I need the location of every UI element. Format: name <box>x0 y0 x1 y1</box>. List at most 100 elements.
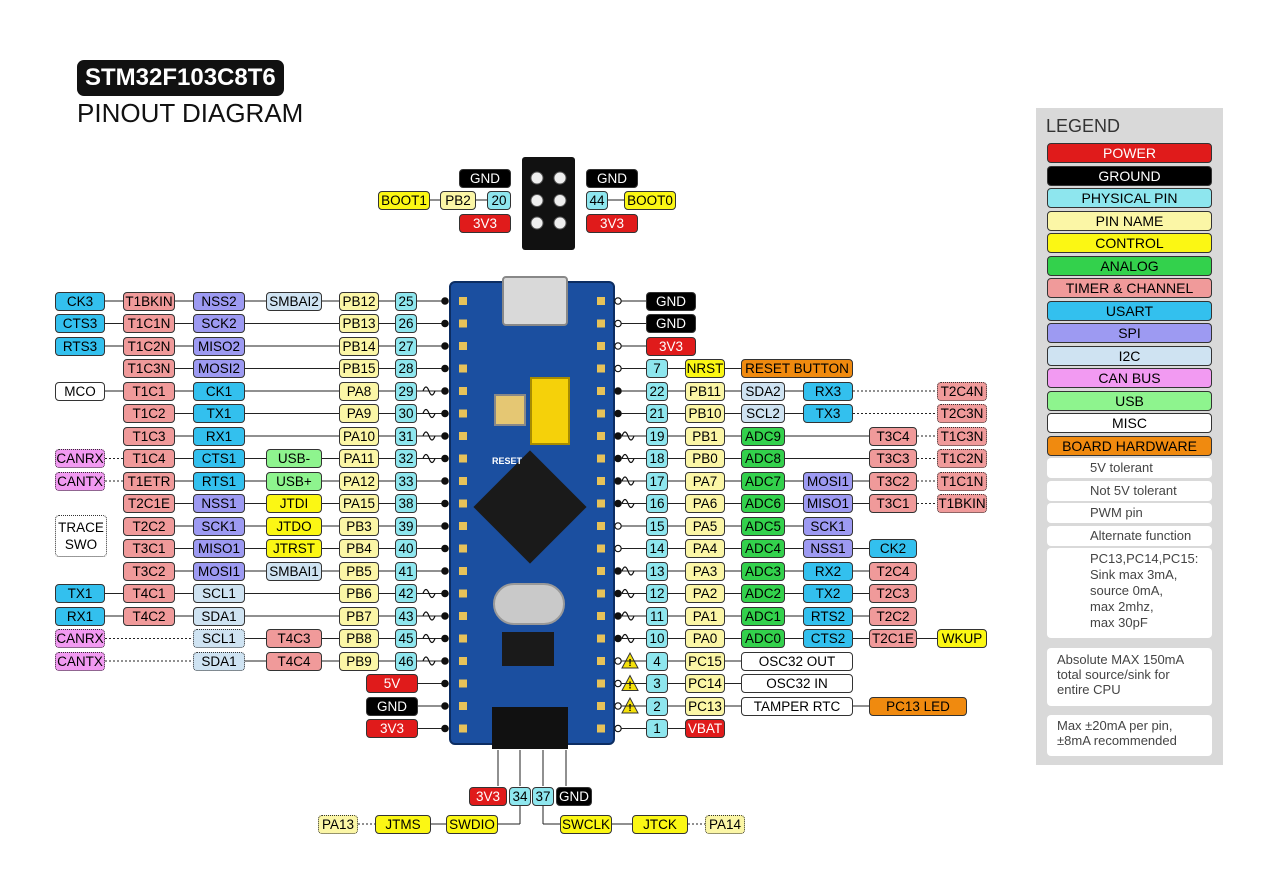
right-f1-label: ADC2 <box>741 584 785 603</box>
filled-dot-icon <box>441 724 449 733</box>
legend-symbol-row: Not 5V tolerant <box>1047 480 1212 501</box>
left-pin-number: 31 <box>395 426 417 446</box>
filled-dot-icon <box>441 702 449 710</box>
boot-label: BOOT1 <box>378 190 430 210</box>
right-f1-label: ADC9 <box>741 426 785 446</box>
right-f2-label: RX3 <box>803 381 853 401</box>
left-pin-number: 27 <box>395 336 417 356</box>
right-pin-number: 10 <box>646 629 668 648</box>
legend-item-ground: GROUND <box>1047 165 1212 186</box>
filled-dot-icon <box>441 522 449 530</box>
legend-note-line: ±8mA recommended <box>1057 733 1177 748</box>
right-f1-label: SCL2 <box>741 404 785 423</box>
right-f3-label: CK2 <box>869 539 917 558</box>
left-f1-label: RTS3 <box>55 336 105 356</box>
right-pin-name: PB1 <box>685 426 725 446</box>
reset-button <box>494 394 526 426</box>
filled-dot-icon <box>614 634 622 643</box>
boot-label: 3V3 <box>459 213 511 233</box>
filled-dot-icon <box>441 454 449 463</box>
right-pin-number: 14 <box>646 539 668 558</box>
right-pin-number: 11 <box>646 606 668 626</box>
right-pin-name: PA0 <box>685 629 725 648</box>
left-pin-number: 28 <box>395 359 417 378</box>
left-f1-label: CK3 <box>55 291 105 311</box>
legend-symbol-row: 5V tolerant <box>1047 458 1212 478</box>
left-power-label: GND <box>366 696 418 716</box>
right-f4-label: T1C2N <box>937 449 987 468</box>
hollow-dot-icon <box>614 702 622 710</box>
hollow-dot-icon <box>614 319 622 328</box>
right-pin-name: PA2 <box>685 584 725 603</box>
boot-label: GND <box>586 168 638 188</box>
crystal <box>493 583 565 625</box>
filled-dot-icon <box>614 499 622 508</box>
swd-top-label: 34 <box>509 786 531 806</box>
right-f2-label: RTS2 <box>803 606 853 626</box>
left-f3-label: RX1 <box>193 426 245 446</box>
left-f3b-label: T4C4 <box>266 651 322 671</box>
right-f2-label: TX3 <box>803 404 853 423</box>
right-pin-number: 17 <box>646 471 668 491</box>
filled-dot-icon <box>614 477 622 485</box>
left-f4-label: JTDO <box>266 516 322 536</box>
right-pin-name: NRST <box>685 359 725 378</box>
right-f1-label: ADC1 <box>741 606 785 626</box>
hollow-dot-icon <box>614 522 622 530</box>
swd-top-label: GND <box>556 786 592 806</box>
filled-dot-icon <box>441 477 449 485</box>
pwm-wave-icon <box>422 611 436 621</box>
left-pin-name: PA8 <box>339 381 379 401</box>
left-pin-name: PA9 <box>339 404 379 423</box>
swd-left-label: SWDIO <box>446 814 498 834</box>
right-f2-label: TX2 <box>803 584 853 603</box>
right-f4-label: T2C4N <box>937 381 987 401</box>
left-pin-name: PB14 <box>339 336 379 356</box>
right-pin-number: 18 <box>646 449 668 468</box>
right-pin-number: 19 <box>646 426 668 446</box>
left-f4-label: JTRST <box>266 539 322 558</box>
left-f2-label: T1C1N <box>123 314 175 333</box>
left-f1-label: CANTX <box>55 651 105 671</box>
left-f2-label: T1C2N <box>123 336 175 356</box>
swd-header <box>492 707 568 749</box>
left-pin-number: 39 <box>395 516 417 536</box>
hollow-dot-icon <box>614 724 622 733</box>
boot-jumpers <box>530 377 570 445</box>
right-pin-name: PA3 <box>685 561 725 581</box>
right-pin-name: PA1 <box>685 606 725 626</box>
swd-right-label: PA14 <box>705 814 745 834</box>
legend-note-line: Absolute MAX 150mA <box>1057 652 1185 667</box>
right-f3-label: T3C3 <box>869 449 917 468</box>
legend-warning-line: Sink max 3mA, <box>1090 567 1178 582</box>
filled-dot-icon <box>441 544 449 553</box>
right-f1-label: ADC6 <box>741 494 785 513</box>
pwm-wave-icon <box>422 386 436 396</box>
legend-item-spi: SPI <box>1047 323 1212 343</box>
filled-dot-icon <box>441 589 449 598</box>
left-pin-name: PA11 <box>339 449 379 468</box>
left-f1-label: RX1 <box>55 606 105 626</box>
left-f3-label: MISO2 <box>193 336 245 356</box>
legend-item-power: POWER <box>1047 143 1212 163</box>
filled-dot-icon <box>614 612 622 620</box>
legend-symbol-label: Alternate function <box>1090 527 1192 543</box>
right-f1-label: OSC32 OUT <box>741 651 853 671</box>
page-subtitle: PINOUT DIAGRAM <box>77 98 304 128</box>
left-pin-number: 25 <box>395 291 417 311</box>
filled-dot-icon <box>441 409 449 418</box>
left-pin-number: 42 <box>395 584 417 603</box>
right-pin-number: 3 <box>646 674 668 693</box>
legend-symbol-row: Alternate function <box>1047 525 1212 546</box>
legend-warning-line: source 0mA, <box>1090 583 1163 598</box>
left-f2-label: T2C1E <box>123 494 175 513</box>
filled-dot-icon <box>614 589 622 598</box>
legend-item-i2c: I2C <box>1047 345 1212 366</box>
right-pin-number: 13 <box>646 561 668 581</box>
left-f2-label: T1C4 <box>123 449 175 468</box>
filled-dot-icon <box>441 319 449 328</box>
filled-dot-icon <box>441 499 449 508</box>
right-f2-label: MOSI1 <box>803 471 853 491</box>
filled-dot-icon <box>441 634 449 643</box>
